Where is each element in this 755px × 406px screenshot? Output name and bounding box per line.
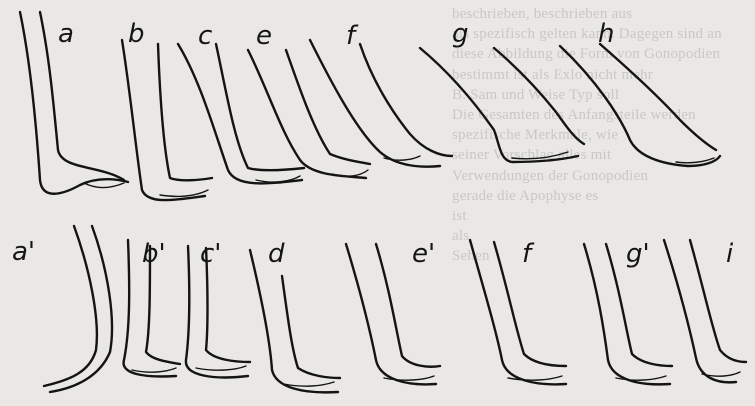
label-e-prime: e' <box>412 239 435 269</box>
label-g: g <box>452 19 469 49</box>
specimen-a: a <box>20 12 128 194</box>
specimen-c-prime: c' <box>186 239 250 377</box>
label-f-bottom: f <box>522 239 535 269</box>
label-a: a <box>58 19 74 49</box>
label-f: f <box>346 21 359 51</box>
label-h: h <box>598 19 614 49</box>
specimen-f: f <box>310 21 452 167</box>
label-b: b <box>128 19 145 49</box>
label-i: i <box>726 239 734 269</box>
specimen-i: i <box>664 239 746 382</box>
specimen-a-prime: a' <box>12 226 112 392</box>
specimen-g: g <box>420 19 584 162</box>
specimen-c: c <box>178 21 304 183</box>
specimen-b-prime: b' <box>124 239 180 376</box>
label-c: c <box>198 21 212 51</box>
label-b-prime: b' <box>142 239 166 269</box>
specimen-d: d <box>250 239 340 392</box>
specimen-e-prime: e' <box>346 239 440 384</box>
label-c-prime: c' <box>200 239 221 269</box>
label-d: d <box>268 239 285 269</box>
label-e: e <box>256 21 272 51</box>
specimen-g-prime: g' <box>584 239 672 384</box>
specimen-f-bottom: f <box>470 239 566 384</box>
label-g-prime: g' <box>626 239 650 269</box>
label-a-prime: a' <box>12 237 35 267</box>
